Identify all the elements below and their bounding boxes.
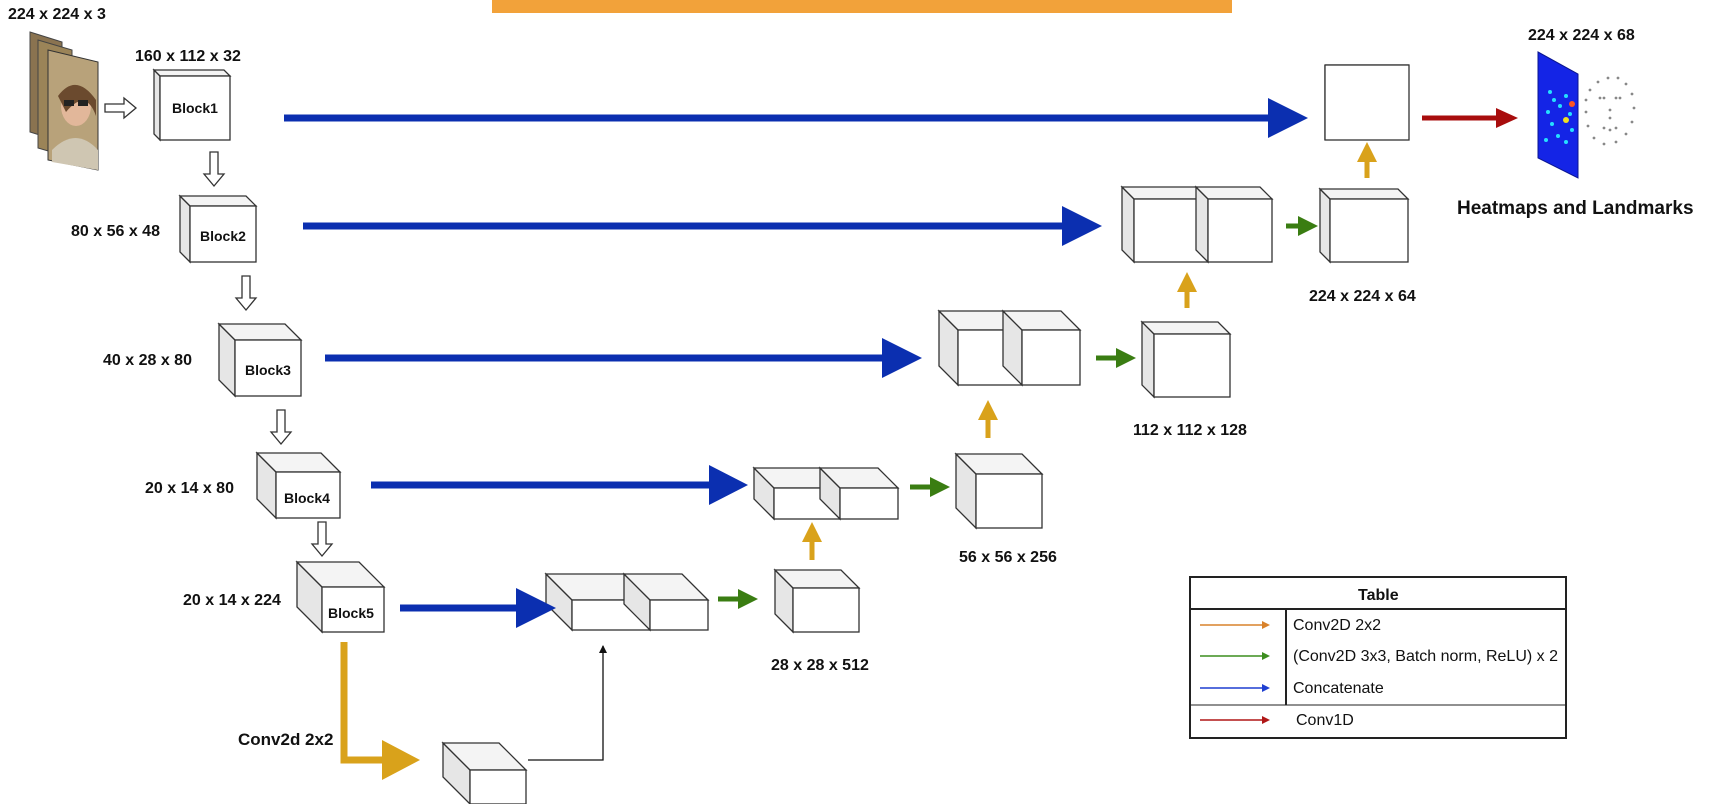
top-banner-bar (492, 0, 1232, 13)
legend-item-label: Conv1D (1296, 712, 1354, 729)
upconv-arrow-2 (978, 400, 998, 438)
legend-row: Concatenate (1200, 680, 1384, 697)
block3-to-block4-arrow (269, 409, 293, 446)
conv-arrow-4 (1286, 216, 1318, 236)
skip-arrow-block5 (400, 588, 556, 628)
block3-cube (217, 322, 303, 398)
heatmap-image-icon (1537, 51, 1579, 179)
legend-row: (Conv2D 3x3, Batch norm, ReLU) x 2 (1200, 648, 1558, 665)
conv-arrow-1 (718, 589, 758, 609)
upconv-arrows (802, 142, 1377, 560)
legend-row: Conv2D 2x2 (1200, 617, 1381, 634)
block5-label: Block5 (328, 605, 374, 621)
skip-arrow-block1 (284, 98, 1308, 138)
block2-to-block3-arrow (234, 275, 258, 312)
conv1d-arrow (1422, 108, 1518, 128)
legend-table: Table Conv2D 2x2 (Conv2D 3x3, Batch norm,… (1189, 576, 1567, 739)
legend-swatch-arrowhead (1262, 684, 1270, 692)
concat-cube-1b (622, 572, 710, 632)
legend-item-label: Concatenate (1293, 680, 1384, 697)
block2-label: Block2 (200, 228, 246, 244)
legend-swatch-arrowhead (1262, 621, 1270, 629)
legend-swatch-arrowhead (1262, 716, 1270, 724)
decoder-shape-56: 56 x 56 x 256 (959, 549, 1057, 566)
concat-cube-2b (818, 466, 900, 521)
upconv-arrow-4 (1357, 142, 1377, 178)
legend-row: Conv1D (1200, 712, 1354, 729)
block4-to-block5-arrow (310, 521, 334, 558)
block4-shape-label: 20 x 14 x 80 (145, 480, 234, 497)
bottleneck-cube (441, 741, 528, 804)
input-shape-label: 224 x 224 x 3 (8, 6, 106, 23)
block3-shape-label: 40 x 28 x 80 (103, 352, 192, 369)
output-shape-label: 224 x 224 x 68 (1528, 27, 1635, 44)
legend-item-label: (Conv2D 3x3, Batch norm, ReLU) x 2 (1293, 648, 1558, 665)
output-caption: Heatmaps and Landmarks (1457, 198, 1694, 219)
block1-shape-label: 160 x 112 x 32 (135, 48, 241, 65)
conv-arrows (718, 216, 1318, 609)
skip-arrow-block3 (325, 338, 922, 378)
upconv-cube-112 (1140, 320, 1232, 399)
upconv-arrow-3 (1177, 272, 1197, 308)
legend-title: Table (1358, 587, 1399, 604)
block2-shape-label: 80 x 56 x 48 (71, 223, 160, 240)
hollow-arrows (104, 96, 334, 558)
bottleneck-upconv-arrow (340, 642, 420, 780)
concat-cube-3b (1001, 309, 1082, 387)
skip-arrow-block2 (303, 206, 1102, 246)
input-face-image-icon (29, 31, 99, 171)
bottleneck-label: Conv2d 2x2 (238, 730, 333, 749)
upconv-arrow-1 (802, 522, 822, 560)
upconv-cube-56 (954, 452, 1044, 530)
block2-cube (178, 194, 258, 264)
conv-arrow-3 (1096, 348, 1136, 368)
skip-arrow-block4 (371, 465, 748, 505)
legend-item-label: Conv2D 2x2 (1293, 617, 1381, 634)
landmarks-sketch-icon (1584, 76, 1636, 146)
decoder-shape-224: 224 x 224 x 64 (1309, 288, 1416, 305)
upconv-cube-28 (773, 568, 861, 634)
block1-to-block2-arrow (202, 151, 226, 188)
decoder-shape-28: 28 x 28 x 512 (771, 657, 869, 674)
block4-label: Block4 (284, 490, 330, 506)
block5-shape-label: 20 x 14 x 224 (183, 592, 281, 609)
block5-cube (295, 560, 386, 634)
cubes-layer (152, 64, 1410, 804)
concat-cube-4b (1194, 185, 1274, 264)
block1-cube (152, 68, 232, 142)
concatenate-arrows (284, 98, 1308, 628)
conv-arrow-2 (910, 477, 950, 497)
input-to-block1-arrow (104, 96, 138, 120)
concat-cube-4a (1120, 185, 1210, 264)
bottleneck-to-concat-arrow (528, 645, 607, 761)
legend-swatch-arrowhead (1262, 652, 1270, 660)
upconv-cube-224 (1318, 187, 1410, 264)
final-cube (1324, 64, 1410, 141)
legend-rows: Conv2D 2x2 (Conv2D 3x3, Batch norm, ReLU)… (1200, 617, 1558, 729)
decoder-shape-112: 112 x 112 x 128 (1133, 422, 1247, 439)
block3-label: Block3 (245, 362, 291, 378)
block1-label: Block1 (172, 100, 218, 116)
block4-cube (255, 451, 342, 520)
